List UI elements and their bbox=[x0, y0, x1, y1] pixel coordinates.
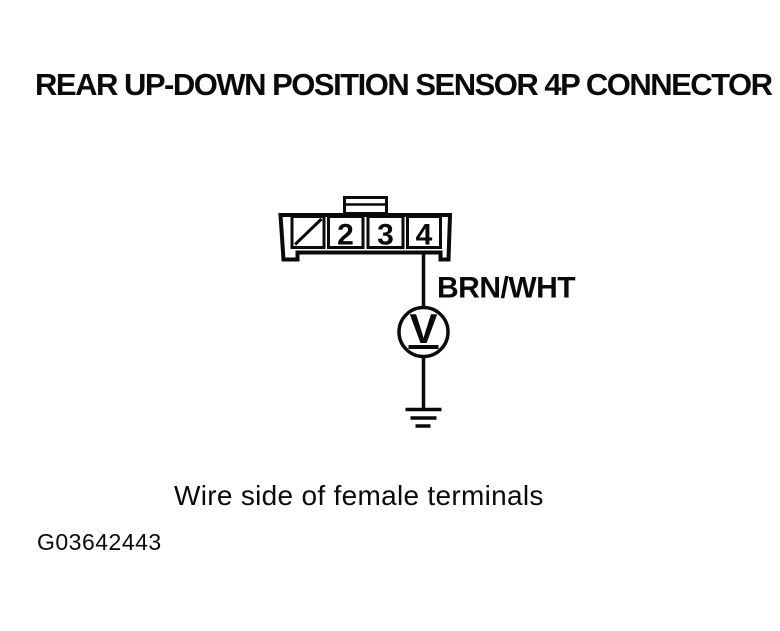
cavity-3-number: 3 bbox=[377, 219, 394, 252]
figure-id: G03642443 bbox=[37, 529, 162, 555]
cavity-1-diagonal-line bbox=[293, 217, 323, 246]
voltmeter-symbol-letter: V bbox=[409, 305, 437, 352]
connector-cavity-2 bbox=[327, 215, 365, 249]
connector-wiring-diagram: 2 3 4 BRN/WHT V bbox=[278, 196, 576, 428]
connector-4p-body bbox=[278, 196, 453, 262]
connector-cavity-4 bbox=[406, 215, 442, 249]
cavity-4-number: 4 bbox=[416, 219, 433, 252]
connector-cavity-1-unused bbox=[290, 215, 326, 249]
ground-icon bbox=[405, 407, 442, 428]
wire-color-label: BRN/WHT bbox=[437, 272, 575, 305]
connector-shell-outline bbox=[278, 213, 453, 262]
cavity-2-number: 2 bbox=[337, 219, 354, 252]
diagram-caption: Wire side of female terminals bbox=[174, 480, 544, 511]
voltmeter-circle-icon: V bbox=[397, 305, 450, 359]
connector-cavity-3 bbox=[366, 215, 405, 249]
page-title: REAR UP-DOWN POSITION SENSOR 4P CONNECTO… bbox=[35, 67, 773, 102]
